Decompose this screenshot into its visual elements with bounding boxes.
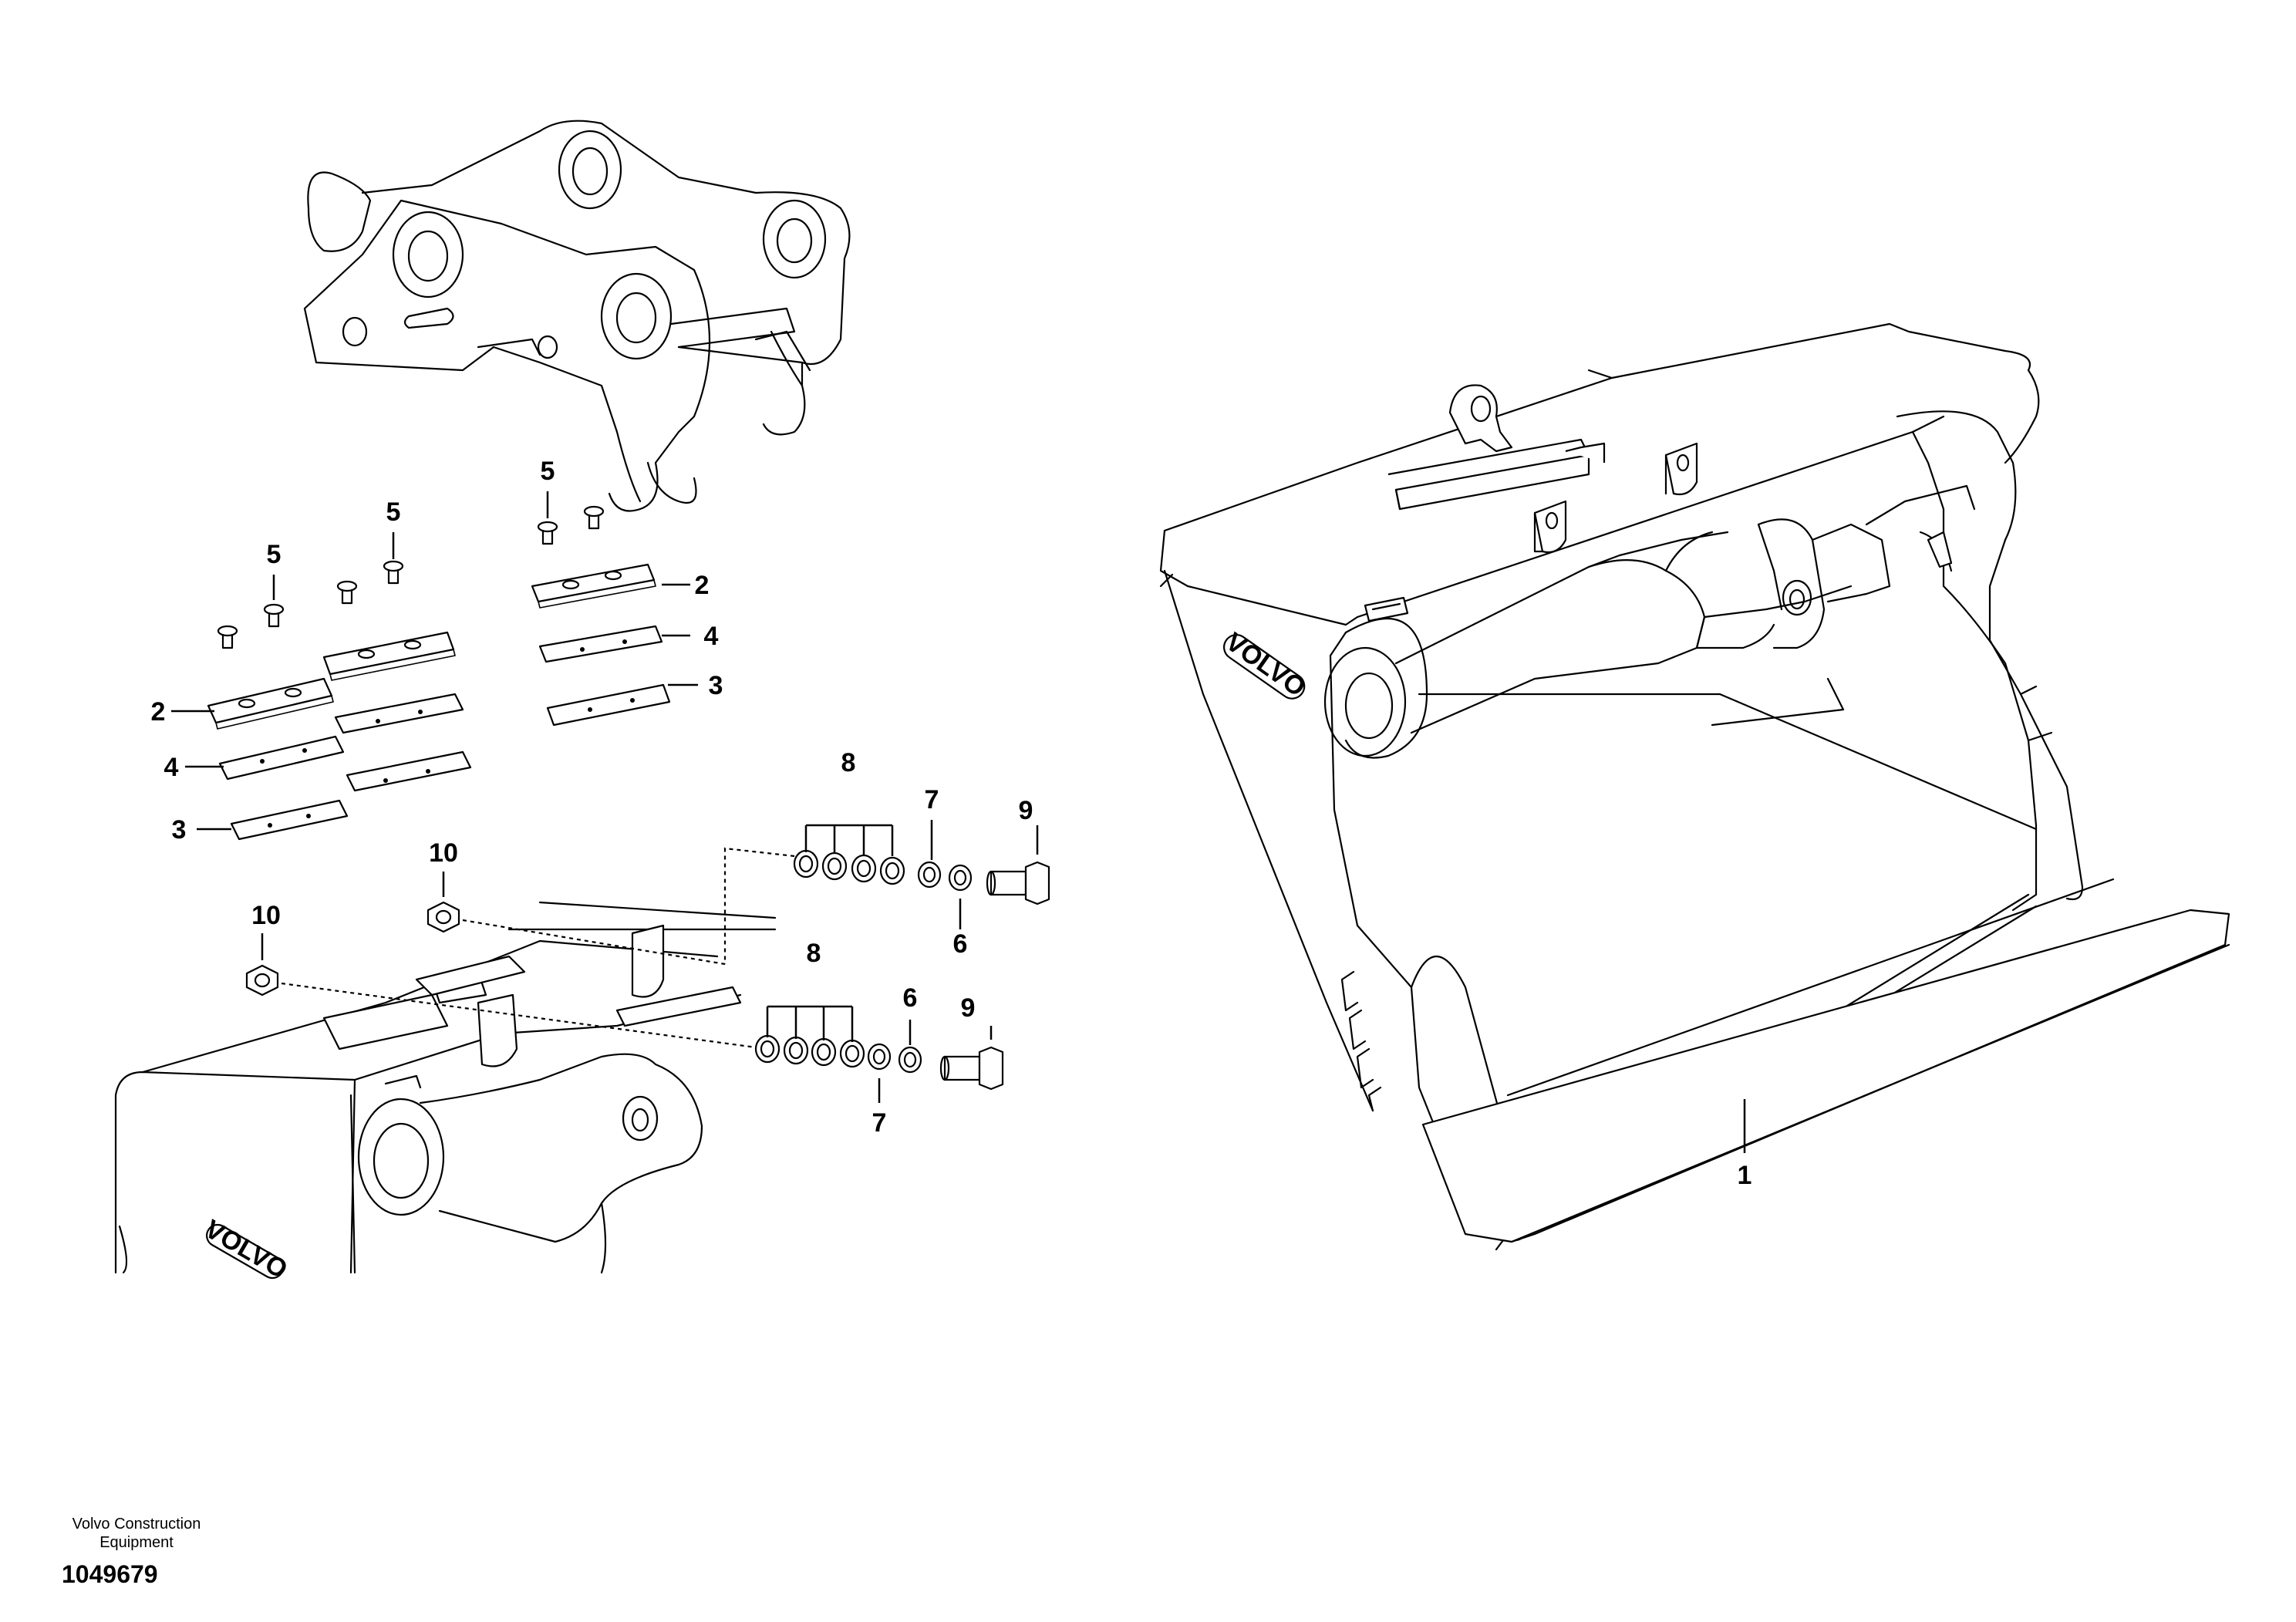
plate-2-right — [531, 563, 656, 609]
plate-2-left-lower — [207, 677, 334, 730]
washer-icon — [839, 1039, 865, 1068]
callout-labels: 1 2 2 4 4 3 3 5 5 5 8 7 6 9 10 10 8 6 9 … — [151, 457, 1752, 1190]
quick-coupler-drawing — [303, 120, 851, 512]
plate-4-left-upper — [334, 693, 464, 734]
plate-2-left-upper — [322, 631, 456, 681]
company-name-line1: Volvo Construction — [72, 1516, 201, 1533]
nut-icon — [245, 964, 279, 996]
nut-icon — [426, 901, 460, 933]
small-bucket-drawing: VOLVO — [114, 901, 777, 1284]
callout-6-lower: 6 — [903, 983, 918, 1013]
washer-icon — [879, 856, 905, 885]
callout-9-lower: 9 — [961, 993, 976, 1023]
washer-icon — [867, 1043, 892, 1071]
callout-2-left: 2 — [151, 697, 166, 727]
plate-3-left-lower — [230, 799, 349, 841]
washer-icon — [811, 1037, 837, 1067]
screw-icon — [383, 560, 404, 585]
callout-10-lower: 10 — [251, 901, 281, 930]
footer: Volvo Construction Equipment 1049679 — [62, 1516, 201, 1588]
callout-1-bucket: 1 — [1738, 1161, 1752, 1190]
plate-group — [207, 563, 671, 841]
company-name-line2: Equipment — [99, 1534, 174, 1551]
washer-icon — [821, 851, 848, 881]
callout-3-right: 3 — [709, 671, 723, 700]
callout-4-left: 4 — [164, 753, 179, 782]
volvo-logo-small: VOLVO — [200, 1214, 292, 1284]
washer-icon — [898, 1046, 922, 1074]
callout-4-right: 4 — [704, 622, 719, 651]
callout-5-c: 5 — [541, 457, 555, 486]
callout-5-a: 5 — [267, 540, 282, 569]
washer-icon — [783, 1036, 809, 1065]
callout-8-lower: 8 — [807, 939, 821, 968]
screw-group — [217, 505, 605, 649]
callout-7-lower: 7 — [872, 1108, 887, 1138]
hardware-lower — [245, 964, 1004, 1091]
screw-icon — [537, 521, 558, 545]
bolt-icon — [939, 1046, 1004, 1091]
leader-lines — [171, 491, 1746, 1153]
volvo-logo-large: VOLVO — [1220, 627, 1310, 703]
screw-icon — [583, 505, 605, 530]
hardware-upper — [426, 824, 1050, 966]
washer-icon — [851, 854, 877, 883]
screw-icon — [217, 625, 238, 649]
bolt-icon — [986, 861, 1050, 905]
washer-icon — [754, 1034, 781, 1064]
plate-4-left-lower — [218, 735, 345, 781]
callout-10-upper: 10 — [429, 838, 458, 868]
plate-3-right — [546, 683, 671, 727]
large-bucket-drawing: VOLVO — [1159, 322, 2230, 1251]
callout-7-upper: 7 — [925, 785, 939, 814]
plate-3-left-upper — [346, 750, 472, 792]
washer-icon — [948, 864, 973, 892]
callout-9-upper: 9 — [1019, 796, 1033, 825]
callout-2-right: 2 — [695, 571, 710, 600]
screw-icon — [336, 580, 358, 605]
plate-4-right — [538, 625, 663, 663]
callout-5-b: 5 — [386, 497, 401, 527]
washer-icon — [917, 861, 942, 889]
drawing-number: 1049679 — [62, 1560, 158, 1588]
washer-icon — [793, 849, 819, 878]
callout-8-upper: 8 — [841, 748, 856, 777]
callout-3-left: 3 — [172, 815, 187, 845]
screw-icon — [263, 603, 285, 628]
callout-6-upper: 6 — [953, 929, 968, 959]
